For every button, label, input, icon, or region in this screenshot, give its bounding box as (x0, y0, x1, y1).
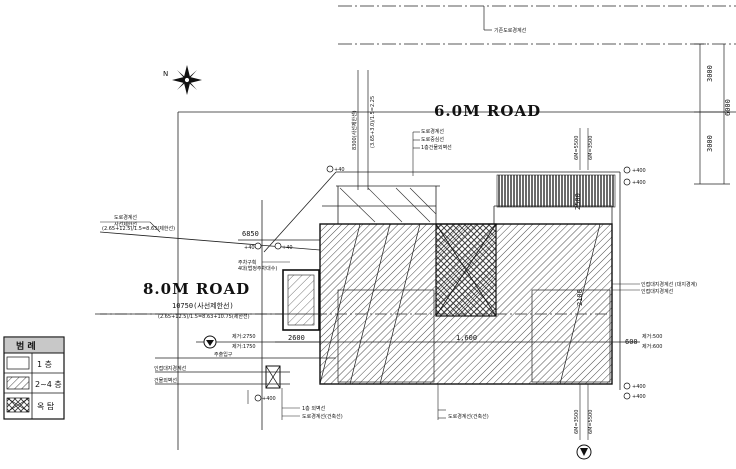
dim-1600: 1,600 (456, 334, 477, 342)
note-road-center: 도로중심선 (421, 136, 444, 143)
note-left-road-boundary: 도로경계선 (114, 214, 137, 221)
horizontal-dims (100, 313, 640, 385)
dim-2500: 2500 (574, 193, 582, 210)
note-right-adj-b: 인접대지경계선 (641, 288, 674, 295)
note-building-line-2: 도로경계선(건축선) (448, 413, 489, 420)
note-right-adj-a: 인접대지경계선 (대지경계) (641, 281, 697, 288)
dim-500: 제거:500 (642, 333, 662, 340)
road-label-6m: 6.0M ROAD (434, 102, 541, 120)
level-markers (254, 165, 631, 402)
right-leaders (612, 283, 640, 291)
dim-2750: 제거:2750 (232, 333, 256, 340)
note-entrance: 주출입구 (214, 351, 233, 358)
level-400-b: +400 (632, 180, 646, 186)
dim-3000-upper: 3000 (706, 65, 714, 82)
level-400-a: +400 (632, 168, 646, 174)
bottom-section-marker (576, 444, 592, 460)
dim-6850: 6850 (242, 230, 259, 238)
dim-2600: 2600 (288, 334, 305, 342)
level-40-a: +40 (334, 167, 345, 173)
note-parking-a: 주차구획 (238, 259, 256, 266)
building-slant-lines (319, 223, 601, 385)
note-1f-wall: 1층건물외벽선 (421, 144, 452, 151)
top-dimension-block (483, 6, 730, 185)
level-400-d: +400 (632, 394, 646, 400)
note-left-slant: 사선제한선 (114, 221, 137, 228)
note-wall-line: 건물외벽선 (154, 377, 177, 384)
legend-header (3, 336, 65, 354)
building-1f-outline-right (531, 289, 611, 383)
parking-inner (287, 274, 315, 326)
legend-title: 범 례 (16, 340, 36, 352)
left-leaders (100, 221, 290, 263)
note-1f-outer: 1층 외벽선 (302, 405, 326, 412)
level-400-e: +400 (262, 396, 276, 402)
legend-label-rooftop: 옥 탑 (37, 402, 55, 411)
adjacent-dark-band (496, 174, 616, 208)
dim-600: 600 (625, 338, 638, 346)
note-existing-road-line: 기존도로경계선 (494, 27, 527, 34)
entrance-marker (203, 335, 217, 349)
top-notes-leader (412, 131, 420, 176)
level-40-c: +40 (282, 245, 293, 251)
north-label: N (163, 70, 168, 78)
dim-10750: 10750(사선제한선) (172, 301, 234, 310)
dim-slant-formula: (3.65+3.0)/1.5=2.25 (370, 96, 376, 148)
level-400-c: +400 (632, 384, 646, 390)
dim-right-top-b: 6M=3500 (588, 136, 594, 160)
compass-rose-icon (172, 65, 202, 95)
building-1f-outline (337, 289, 435, 383)
note-parking-b: 4대(법정주차대수) (238, 265, 277, 272)
note-road-boundary: 도로경계선 (421, 128, 444, 135)
right-top-dims (579, 128, 589, 170)
dim-6000: 6000 (724, 99, 732, 116)
legend: 범 례 1 층 2~4 층 옥 탑 (3, 336, 65, 420)
legend-swatch-2-4f (6, 376, 30, 390)
dim-1750: 제거:1750 (232, 343, 256, 350)
legend-swatch-1f (6, 356, 30, 370)
vertical-dim-left (357, 70, 369, 190)
bottom-leaders (247, 384, 589, 440)
dim-3000-lower: 3000 (706, 135, 714, 152)
legend-label-2-4f: 2~4 층 (35, 380, 62, 389)
dim-right-top-a: 6M=5500 (574, 136, 580, 160)
upper-zone-diagonals (339, 187, 437, 223)
level-40-b: +40 (244, 245, 255, 251)
legend-label-1f: 1 층 (37, 360, 52, 369)
dim-bot-right-a: 6M=3500 (574, 410, 580, 434)
dim-diag-formula: (2.65+12.5)/1.5=8.63+10.75(제한선) (158, 313, 250, 320)
dim-600b: 제거:600 (642, 343, 662, 350)
note-adj-boundary-1: 인접대지경계선 (154, 365, 187, 372)
road-label-8m: 8.0M ROAD (143, 280, 250, 298)
dim-2100: 2100 (576, 289, 584, 306)
rooftop-x-b (435, 223, 497, 317)
dim-8300: 8300(사선제한선) (351, 110, 358, 150)
dim-top-slant-formula: (2.65+12.5)/1.5=8.63(제한선) (102, 225, 175, 232)
dim-bot-right-b: 6M=5500 (588, 410, 594, 434)
note-building-line-1: 도로경계선(건축선) (302, 413, 343, 420)
